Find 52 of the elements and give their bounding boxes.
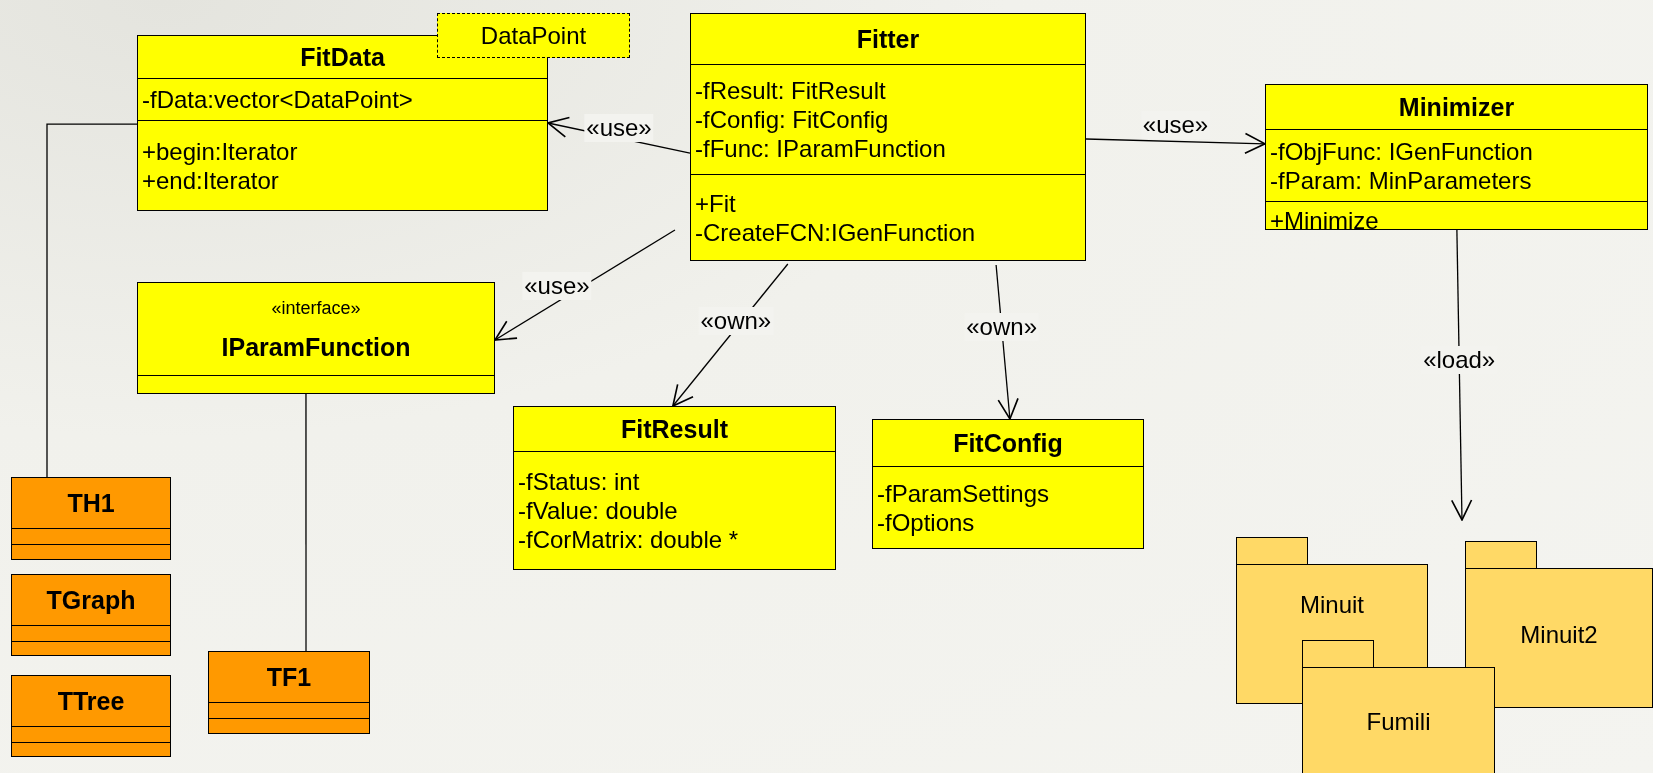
edge-label: «own» bbox=[964, 312, 1039, 341]
operation-text: +Fit bbox=[695, 188, 736, 218]
attribute-text: -fValue: double bbox=[518, 496, 678, 525]
package-name: Minuit bbox=[1300, 591, 1364, 619]
class-box bbox=[11, 477, 171, 560]
class-name: TH1 bbox=[67, 488, 115, 518]
attribute-text: -fResult: FitResult bbox=[695, 76, 886, 105]
package-folder bbox=[1465, 541, 1653, 708]
class-box bbox=[872, 419, 1144, 549]
operation-text: +end:Iterator bbox=[142, 165, 279, 195]
class-box bbox=[208, 651, 370, 734]
arrow bbox=[1085, 132, 1266, 155]
package-name: Fumili bbox=[1366, 708, 1431, 736]
package-name: Minuit2 bbox=[1520, 621, 1598, 649]
class-name: TTree bbox=[57, 686, 125, 716]
attribute-text: -fObjFunc: IGenFunction bbox=[1270, 136, 1533, 166]
edge-label: «load» bbox=[1421, 346, 1498, 375]
interface-box bbox=[137, 282, 495, 394]
attribute-text: -fCorMatrix: double * bbox=[518, 525, 739, 554]
operation-text: +begin:Iterator bbox=[142, 136, 298, 166]
attribute-text: -fParam: MinParameters bbox=[1270, 165, 1532, 195]
connector-line bbox=[305, 393, 307, 652]
attribute-text: -fFunc: IParamFunction bbox=[695, 134, 946, 163]
connector-line bbox=[46, 123, 138, 478]
attribute-text: -fStatus: int bbox=[518, 467, 640, 496]
attribute-text: -fConfig: FitConfig bbox=[695, 105, 889, 134]
arrow bbox=[1450, 229, 1473, 521]
attribute-text: -fOptions bbox=[877, 507, 975, 537]
template-parameter-box bbox=[437, 13, 630, 58]
package-folder bbox=[1302, 640, 1495, 773]
class-box bbox=[11, 574, 171, 656]
class-box bbox=[690, 13, 1086, 261]
class-name: TF1 bbox=[266, 662, 312, 692]
operation-text: +Minimize bbox=[1270, 206, 1379, 235]
edge-label: «use» bbox=[584, 114, 654, 143]
attribute-text: -fData:vector<DataPoint> bbox=[142, 85, 413, 114]
class-name: TGraph bbox=[46, 585, 136, 615]
class-name: Minimizer bbox=[1398, 92, 1515, 122]
class-name: FitResult bbox=[621, 414, 728, 444]
class-box bbox=[1265, 84, 1648, 230]
edge-label: «use» bbox=[522, 272, 592, 300]
class-name: IParamFunction bbox=[221, 332, 411, 362]
class-name: Fitter bbox=[856, 24, 920, 54]
attribute-text: -fParamSettings bbox=[877, 478, 1050, 508]
class-name: FitData bbox=[300, 42, 385, 72]
class-box bbox=[513, 406, 836, 570]
edge-label: «own» bbox=[698, 306, 774, 335]
parameter-name: DataPoint bbox=[480, 21, 587, 50]
operation-text: -CreateFCN:IGenFunction bbox=[695, 217, 976, 247]
stereotype-text: «interface» bbox=[271, 297, 361, 320]
class-box bbox=[11, 675, 171, 757]
class-name: FitConfig bbox=[953, 428, 1063, 458]
